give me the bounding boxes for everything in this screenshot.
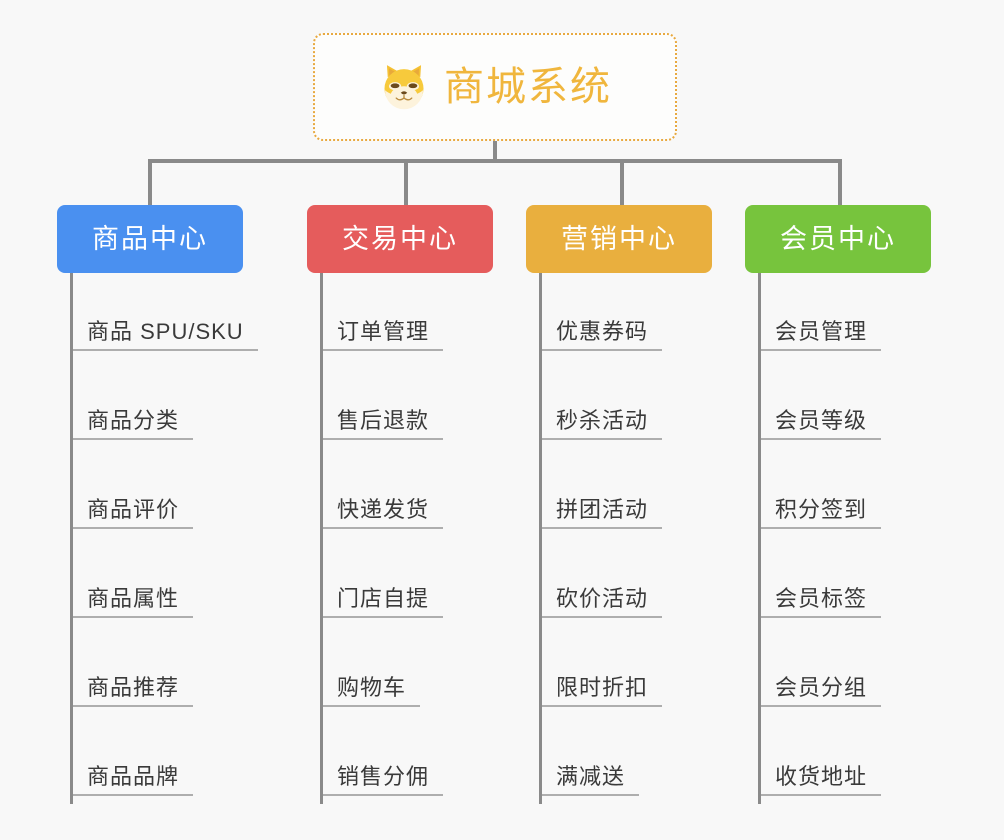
- leaf-item[interactable]: 限时折扣: [542, 661, 663, 707]
- leaf-item[interactable]: 会员标签: [761, 572, 882, 618]
- leaf-item[interactable]: 订单管理: [323, 305, 444, 351]
- leaf-item[interactable]: 会员分组: [761, 661, 882, 707]
- leaf-item[interactable]: 商品推荐: [73, 661, 194, 707]
- leaf-item[interactable]: 收货地址: [761, 750, 882, 796]
- root-stem-connector: [493, 141, 497, 163]
- leaf-label: 积分签到: [775, 496, 868, 522]
- leaf-item[interactable]: 购物车: [323, 661, 421, 707]
- category-label: 交易中心: [342, 223, 458, 254]
- leaf-label: 秒杀活动: [556, 407, 649, 433]
- leaf-label: 商品品牌: [87, 763, 180, 789]
- root-node[interactable]: 商城系统: [313, 33, 677, 141]
- leaf-item[interactable]: 会员等级: [761, 394, 882, 440]
- leaf-item[interactable]: 商品属性: [73, 572, 194, 618]
- category-label: 会员中心: [780, 223, 896, 254]
- leaf-item[interactable]: 销售分佣: [323, 750, 444, 796]
- leaf-label: 砍价活动: [556, 585, 649, 611]
- leaf-item[interactable]: 商品评价: [73, 483, 194, 529]
- leaf-item[interactable]: 积分签到: [761, 483, 882, 529]
- leaf-label: 拼团活动: [556, 496, 649, 522]
- drop-connector-3: [620, 159, 624, 205]
- category-label: 商品中心: [92, 223, 208, 254]
- column-trunk-trade-center: [320, 273, 323, 804]
- leaf-label: 收货地址: [775, 763, 868, 789]
- column-trunk-marketing-center: [539, 273, 542, 804]
- drop-connector-4: [838, 159, 842, 205]
- leaf-label: 会员管理: [775, 318, 868, 344]
- leaf-label: 销售分佣: [337, 763, 430, 789]
- shiba-inu-dog-face-icon: [384, 65, 424, 110]
- drop-connector-2: [404, 159, 408, 205]
- leaf-label: 会员等级: [775, 407, 868, 433]
- leaf-item[interactable]: 门店自提: [323, 572, 444, 618]
- leaf-item[interactable]: 会员管理: [761, 305, 882, 351]
- leaf-item[interactable]: 秒杀活动: [542, 394, 663, 440]
- leaf-label: 门店自提: [337, 585, 430, 611]
- root-title: 商城系统: [444, 65, 612, 109]
- category-node-member-center[interactable]: 会员中心: [745, 205, 931, 273]
- leaf-label: 会员标签: [775, 585, 868, 611]
- leaf-label: 限时折扣: [556, 674, 649, 700]
- leaf-item[interactable]: 砍价活动: [542, 572, 663, 618]
- leaf-item[interactable]: 售后退款: [323, 394, 444, 440]
- leaf-label: 会员分组: [775, 674, 868, 700]
- leaf-item[interactable]: 快递发货: [323, 483, 444, 529]
- column-trunk-member-center: [758, 273, 761, 804]
- drop-connector-1: [148, 159, 152, 205]
- category-node-product-center[interactable]: 商品中心: [57, 205, 243, 273]
- leaf-label: 满减送: [556, 763, 626, 789]
- leaf-item[interactable]: 满减送: [542, 750, 640, 796]
- leaf-item[interactable]: 商品品牌: [73, 750, 194, 796]
- leaf-label: 售后退款: [337, 407, 430, 433]
- category-label: 营销中心: [561, 223, 677, 254]
- leaf-label: 商品 SPU/SKU: [87, 318, 244, 344]
- leaf-label: 商品推荐: [87, 674, 180, 700]
- category-node-trade-center[interactable]: 交易中心: [307, 205, 493, 273]
- leaf-label: 商品属性: [87, 585, 180, 611]
- leaf-label: 商品分类: [87, 407, 180, 433]
- leaf-label: 快递发货: [337, 496, 430, 522]
- leaf-label: 优惠券码: [556, 318, 649, 344]
- leaf-label: 购物车: [337, 674, 407, 700]
- horizontal-bus-connector: [148, 159, 842, 163]
- category-node-marketing-center[interactable]: 营销中心: [526, 205, 712, 273]
- leaf-item[interactable]: 商品分类: [73, 394, 194, 440]
- leaf-item[interactable]: 商品 SPU/SKU: [73, 305, 258, 351]
- leaf-label: 订单管理: [337, 318, 430, 344]
- leaf-item[interactable]: 拼团活动: [542, 483, 663, 529]
- column-trunk-product-center: [70, 273, 73, 804]
- leaf-label: 商品评价: [87, 496, 180, 522]
- leaf-item[interactable]: 优惠券码: [542, 305, 663, 351]
